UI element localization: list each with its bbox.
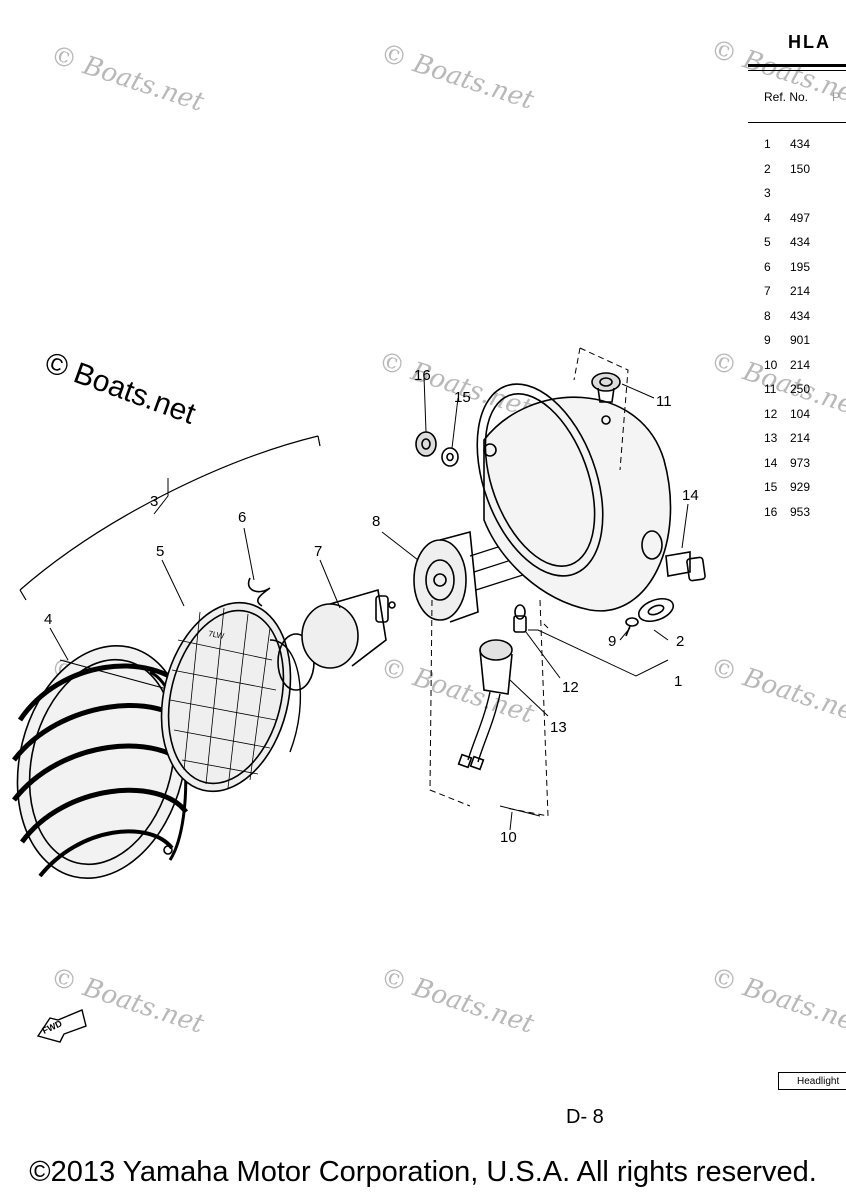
callout-9: 9 <box>608 633 616 650</box>
part-number: 250 <box>790 382 810 396</box>
title-rule <box>748 64 846 67</box>
title-rule-thin <box>748 70 846 71</box>
pilot-bulb <box>513 604 527 633</box>
part-number: 150 <box>790 161 810 176</box>
part-number: 434 <box>790 137 810 151</box>
callout-6: 6 <box>238 509 246 526</box>
table-row: 13 214 <box>764 430 810 446</box>
ref-number: 8 <box>764 308 771 323</box>
table-row: 6 195 <box>764 259 810 275</box>
table-row: 9 901 <box>764 332 810 348</box>
table-row: 3 <box>764 185 810 201</box>
ref-number: 13 <box>764 431 778 445</box>
callout-16: 16 <box>414 367 431 384</box>
callout-8: 8 <box>372 513 380 530</box>
table-row: 2 150 <box>764 161 810 177</box>
callout-11: 11 <box>656 393 672 410</box>
table-row: 12 104 <box>764 406 810 422</box>
callout-5: 5 <box>156 543 164 560</box>
ref-number: 3 <box>764 186 771 200</box>
table-row: 4 497 <box>764 210 810 226</box>
part-number: 901 <box>790 333 810 347</box>
ref-number: 15 <box>764 480 778 494</box>
part-number: 953 <box>790 504 810 519</box>
part-number: 195 <box>790 259 810 274</box>
column-header-part: P <box>832 90 841 104</box>
callout-14: 14 <box>682 487 699 504</box>
ref-number: 11 <box>764 382 777 396</box>
clip <box>247 577 271 607</box>
part-number: 214 <box>790 284 810 298</box>
fwd-label: FWD <box>41 1018 64 1036</box>
ref-number: 2 <box>764 161 771 176</box>
bracket-3 <box>19 435 319 591</box>
part-number: 104 <box>790 406 810 421</box>
part-number: 434 <box>790 235 810 249</box>
table-row: 7 214 <box>764 283 810 299</box>
table-row: 11 250 <box>764 381 810 397</box>
callout-13: 13 <box>550 719 567 736</box>
fwd-arrow-icon <box>36 1009 87 1043</box>
table-title: HLA <box>788 32 831 52</box>
ref-number: 12 <box>764 406 778 421</box>
pilot-socket <box>457 639 513 771</box>
table-row: 10 214 <box>764 357 810 373</box>
mounting-bolt <box>665 551 706 582</box>
column-header-ref: Ref. No. <box>764 90 809 104</box>
damper <box>637 597 675 623</box>
table-row: 5 434 <box>764 234 810 250</box>
ref-number: 4 <box>764 210 771 225</box>
part-number: 214 <box>790 357 810 372</box>
grommet <box>591 372 621 403</box>
caption-label: Headlight <box>797 1076 840 1087</box>
callout-2: 2 <box>676 633 684 650</box>
table-row: 16 953 <box>764 504 810 520</box>
page-number: D- 8 <box>566 1106 604 1128</box>
rim-mark: 7LW <box>208 629 226 641</box>
table-row: 1 434 <box>764 136 810 152</box>
part-number: 214 <box>790 431 810 445</box>
headlight-housing <box>476 383 672 612</box>
caption-box: Headlight <box>778 1072 846 1090</box>
table-row: 15 929 <box>764 479 810 495</box>
part-number: 497 <box>790 210 810 225</box>
callout-4: 4 <box>44 611 52 628</box>
callout-15: 15 <box>454 389 471 406</box>
ref-number: 7 <box>764 284 771 298</box>
copyright-notice: ©2013 Yamaha Motor Corporation, U.S.A. A… <box>29 1156 817 1188</box>
ref-number: 16 <box>764 504 778 519</box>
ref-number: 1 <box>764 137 771 151</box>
callout-1: 1 <box>674 673 682 690</box>
ref-number: 9 <box>764 333 771 347</box>
ref-number: 6 <box>764 259 771 274</box>
callout-3: 3 <box>150 493 158 510</box>
callout-10: 10 <box>500 829 517 846</box>
ref-number: 14 <box>764 455 778 470</box>
washer <box>441 447 459 467</box>
ref-number: 10 <box>764 357 778 372</box>
callout-12: 12 <box>562 679 579 696</box>
callout-7: 7 <box>314 543 322 560</box>
leader-lines <box>49 375 689 831</box>
part-number: 973 <box>790 455 810 470</box>
column-rule <box>748 122 846 123</box>
bulb <box>301 588 396 669</box>
table-row: 14 973 <box>764 455 810 471</box>
table-row: 8 434 <box>764 308 810 324</box>
ref-number: 5 <box>764 235 771 249</box>
part-number: 929 <box>790 480 810 494</box>
part-number: 434 <box>790 308 810 323</box>
